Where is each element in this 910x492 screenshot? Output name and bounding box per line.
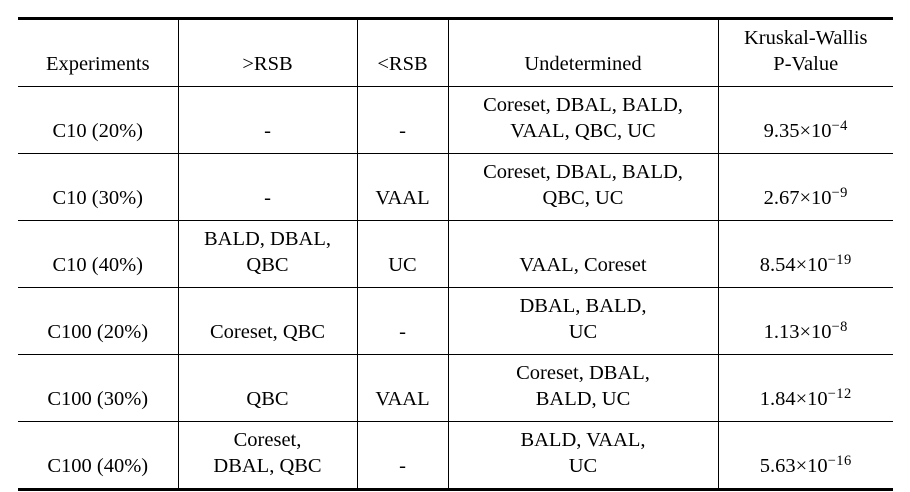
cell-experiment: C100 (30%) <box>47 388 149 410</box>
cell-gt-rsb: Coreset, QBC <box>177 287 357 355</box>
cell-experiment: C100 (20%) <box>47 321 149 343</box>
cell-undetermined: VAAL, Coreset <box>447 220 718 288</box>
cell-lt-rsb: - <box>356 421 448 490</box>
cell-p-value: 9.35×10−4 <box>717 86 893 154</box>
cell-p-value: 1.84×10−12 <box>717 354 893 422</box>
table-row: C10 (20%) - - Coreset, DBAL, BALD, VAAL,… <box>18 86 893 154</box>
cell-gt-rsb: BALD, DBAL, QBC <box>177 220 357 288</box>
cell-gt-rsb: - <box>177 86 357 154</box>
cell-undetermined: Coreset, DBAL, BALD, VAAL, QBC, UC <box>447 86 718 154</box>
table-row: C100 (20%) Coreset, QBC - DBAL, BALD, UC… <box>18 287 893 355</box>
column-header-lt-rsb: <RSB <box>356 18 448 87</box>
cell-p-value: 1.13×10−8 <box>717 287 893 355</box>
p-value-base: 5.63×10 <box>759 455 828 477</box>
column-header-experiments: Experiments <box>45 53 150 75</box>
cell-undetermined: Coreset, DBAL, BALD, QBC, UC <box>447 153 718 221</box>
p-value-base: 1.13×10 <box>763 321 832 343</box>
table-row: C10 (40%) BALD, DBAL, QBC UC VAAL, Cores… <box>18 220 893 288</box>
cell-gt-rsb: Coreset, DBAL, QBC <box>177 421 357 490</box>
results-table: Experiments >RSB <RSB Undetermined Krusk… <box>18 17 893 491</box>
p-value-base: 8.54×10 <box>759 254 828 276</box>
column-header-p-value: Kruskal-Wallis P-Value <box>717 18 893 87</box>
cell-lt-rsb: UC <box>356 220 448 288</box>
p-value-exponent: −19 <box>827 252 852 268</box>
cell-lt-rsb: VAAL <box>356 354 448 422</box>
p-value-base: 1.84×10 <box>759 388 828 410</box>
p-value-exponent: −12 <box>827 386 852 402</box>
column-header-gt-rsb: >RSB <box>177 18 357 87</box>
p-value-exponent: −4 <box>831 118 848 134</box>
cell-experiment: C10 (20%) <box>52 120 144 142</box>
cell-gt-rsb: QBC <box>177 354 357 422</box>
cell-p-value: 8.54×10−19 <box>717 220 893 288</box>
p-value-exponent: −8 <box>831 319 848 335</box>
p-value-exponent: −16 <box>827 453 852 469</box>
p-value-exponent: −9 <box>831 185 848 201</box>
cell-experiment: C10 (30%) <box>52 187 144 209</box>
cell-experiment: C100 (40%) <box>47 455 149 477</box>
header-row: Experiments >RSB <RSB Undetermined Krusk… <box>18 18 893 87</box>
cell-gt-rsb: - <box>177 153 357 221</box>
column-header-undetermined: Undetermined <box>447 18 718 87</box>
cell-lt-rsb: VAAL <box>356 153 448 221</box>
cell-lt-rsb: - <box>356 287 448 355</box>
table-row: C100 (40%) Coreset, DBAL, QBC - BALD, VA… <box>18 421 893 490</box>
cell-undetermined: Coreset, DBAL, BALD, UC <box>447 354 718 422</box>
cell-p-value: 2.67×10−9 <box>717 153 893 221</box>
p-value-base: 2.67×10 <box>763 187 832 209</box>
cell-p-value: 5.63×10−16 <box>717 421 893 490</box>
cell-undetermined: DBAL, BALD, UC <box>447 287 718 355</box>
table-row: C10 (30%) - VAAL Coreset, DBAL, BALD, QB… <box>18 153 893 221</box>
cell-experiment: C10 (40%) <box>52 254 144 276</box>
table-row: C100 (30%) QBC VAAL Coreset, DBAL, BALD,… <box>18 354 893 422</box>
cell-undetermined: BALD, VAAL, UC <box>447 421 718 490</box>
cell-lt-rsb: - <box>356 86 448 154</box>
p-value-base: 9.35×10 <box>763 120 832 142</box>
